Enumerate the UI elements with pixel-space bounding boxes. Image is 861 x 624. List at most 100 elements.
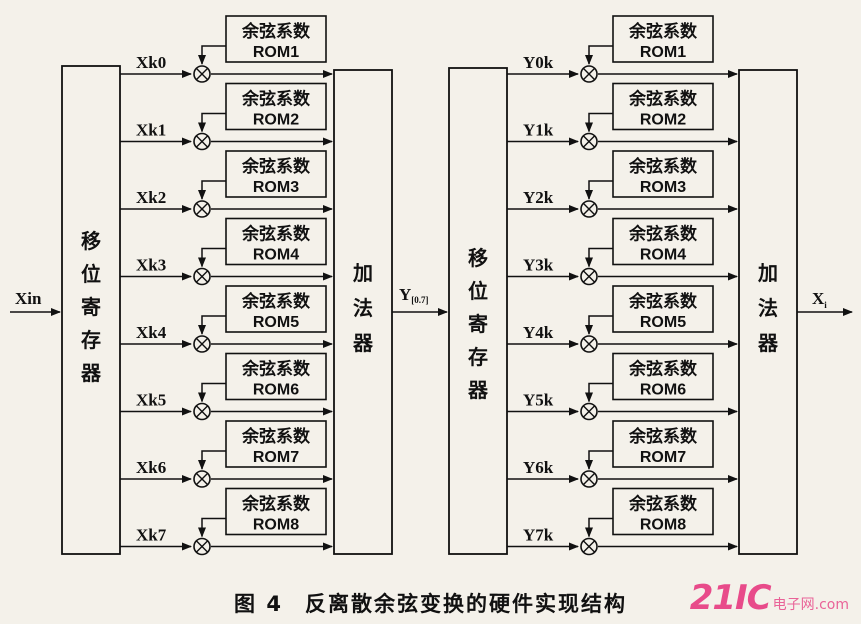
left-rom-title-7: 余弦系数 xyxy=(241,494,311,515)
left-coef-line-5 xyxy=(198,382,226,403)
right-adder-label: 加法器 xyxy=(757,261,779,355)
right-coef-line-1 xyxy=(585,112,613,133)
right-rom-box-0 xyxy=(612,15,714,63)
site-watermark: 21IC 电子网.com xyxy=(690,578,849,618)
right-rom-title-6: 余弦系数 xyxy=(628,426,698,447)
right-rom-box-6 xyxy=(612,420,714,468)
right-rom-box-1 xyxy=(612,82,714,131)
left-coef-line-1 xyxy=(198,112,226,133)
left-rom-box-4 xyxy=(225,285,327,333)
right-rom-box-3 xyxy=(612,217,714,266)
left-rom-box-6 xyxy=(225,420,327,468)
right-rom-title-2: 余弦系数 xyxy=(628,156,698,177)
right-tap-label-7: Y7k xyxy=(523,526,554,545)
left-multiplier-cross-b-6 xyxy=(195,472,209,486)
right-multiplier-cross-b-2 xyxy=(582,202,596,216)
right-tap-label-6: Y6k xyxy=(523,458,554,477)
right-rom-title-0: 余弦系数 xyxy=(628,21,698,42)
left-coef-line-3 xyxy=(198,247,226,268)
left-coef-line-4 xyxy=(198,315,226,335)
right-coef-line-7 xyxy=(585,517,613,538)
right-rom-box-4 xyxy=(612,285,714,333)
right-multiplier-cross-b-5 xyxy=(582,405,596,418)
left-adder-label: 加法器 xyxy=(352,261,374,355)
left-rom-name-6: ROM7 xyxy=(253,449,299,466)
left-multiplier-cross-b-0 xyxy=(195,67,209,81)
watermark-domain: .com xyxy=(814,597,849,613)
left-rom-name-0: ROM1 xyxy=(253,44,299,61)
left-rom-title-3: 余弦系数 xyxy=(241,224,311,245)
right-rom-title-1: 余弦系数 xyxy=(628,89,698,110)
left-multiplier-cross-b-5 xyxy=(195,405,209,418)
left-rom-name-7: ROM8 xyxy=(253,517,299,534)
right-shift-register xyxy=(448,67,508,555)
watermark-sub-text: 电子网 xyxy=(772,597,815,613)
right-rom-box-7 xyxy=(612,487,714,536)
right-tap-label-3: Y3k xyxy=(523,256,554,275)
right-tap-label-2: Y2k xyxy=(523,188,554,207)
right-coef-line-0 xyxy=(585,45,613,65)
left-tap-label-7: Xk7 xyxy=(136,526,167,545)
right-rom-name-4: ROM5 xyxy=(640,314,686,331)
right-multiplier-cross-b-4 xyxy=(582,337,596,351)
left-tap-label-0: Xk0 xyxy=(136,53,166,72)
right-coef-line-2 xyxy=(585,180,613,200)
input-label: Xin xyxy=(15,289,42,308)
left-tap-label-5: Xk5 xyxy=(136,391,166,410)
mid-label: Y[0.7] xyxy=(399,285,429,305)
left-rom-box-2 xyxy=(225,150,327,198)
left-rom-title-4: 余弦系数 xyxy=(241,291,311,312)
left-rom-name-1: ROM2 xyxy=(253,112,299,129)
left-shift-register xyxy=(61,65,121,555)
left-rom-box-0 xyxy=(225,15,327,63)
right-rom-title-3: 余弦系数 xyxy=(628,224,698,245)
right-rom-name-7: ROM8 xyxy=(640,517,686,534)
right-tap-label-1: Y1k xyxy=(523,121,554,140)
right-coef-line-5 xyxy=(585,382,613,403)
right-tap-column: 余弦系数ROM1Y0k余弦系数ROM2Y1k余弦系数ROM3Y2k余弦系数ROM… xyxy=(507,15,738,556)
right-multiplier-cross-b-7 xyxy=(582,540,596,553)
left-rom-box-5 xyxy=(225,352,327,401)
right-coef-line-4 xyxy=(585,315,613,335)
left-rom-name-5: ROM6 xyxy=(253,382,299,399)
left-rom-box-7 xyxy=(225,487,327,536)
right-shift-register-label: 移位寄存器 xyxy=(467,246,489,402)
idct-diagram: Xin 移位寄存器 加法器 Y[0.7] 移位寄存器 加法器 Xi 余弦系数RO… xyxy=(10,15,853,556)
right-coef-line-6 xyxy=(585,450,613,470)
left-coef-line-0 xyxy=(198,45,226,65)
left-rom-name-2: ROM3 xyxy=(253,179,299,196)
right-rom-title-4: 余弦系数 xyxy=(628,291,698,312)
left-multiplier-cross-b-4 xyxy=(195,337,209,351)
right-rom-name-1: ROM2 xyxy=(640,112,686,129)
left-rom-box-3 xyxy=(225,217,327,266)
left-tap-label-1: Xk1 xyxy=(136,121,166,140)
left-rom-title-5: 余弦系数 xyxy=(241,359,311,380)
left-rom-name-4: ROM5 xyxy=(253,314,299,331)
left-rom-box-1 xyxy=(225,82,327,131)
right-rom-name-5: ROM6 xyxy=(640,382,686,399)
watermark-logo: 21IC xyxy=(689,578,772,618)
left-coef-line-2 xyxy=(198,180,226,200)
watermark-sub: 电子网.com xyxy=(773,594,849,614)
left-multiplier-cross-b-1 xyxy=(195,135,209,148)
left-coef-line-7 xyxy=(198,517,226,538)
right-tap-label-5: Y5k xyxy=(523,391,554,410)
right-coef-line-3 xyxy=(585,247,613,268)
right-tap-label-4: Y4k xyxy=(523,323,554,342)
left-rom-title-2: 余弦系数 xyxy=(241,156,311,177)
left-tap-label-6: Xk6 xyxy=(136,458,166,477)
left-multiplier-cross-b-2 xyxy=(195,202,209,216)
left-rom-title-6: 余弦系数 xyxy=(241,426,311,447)
figure-title: 反离散余弦变换的硬件实现结构 xyxy=(304,592,627,616)
left-multiplier-cross-b-3 xyxy=(195,270,209,283)
right-multiplier-cross-b-6 xyxy=(582,472,596,486)
right-rom-box-2 xyxy=(612,150,714,198)
right-rom-title-5: 余弦系数 xyxy=(628,359,698,380)
left-shift-register-label: 移位寄存器 xyxy=(80,229,102,385)
left-multiplier-cross-b-7 xyxy=(195,540,209,553)
right-multiplier-cross-b-3 xyxy=(582,270,596,283)
left-rom-title-0: 余弦系数 xyxy=(241,21,311,42)
left-tap-label-2: Xk2 xyxy=(136,188,166,207)
right-rom-name-3: ROM4 xyxy=(640,247,686,264)
